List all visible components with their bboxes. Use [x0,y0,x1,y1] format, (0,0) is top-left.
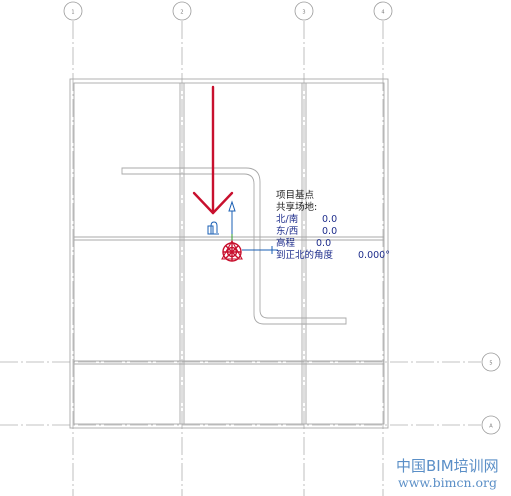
grid-bubble-1[interactable] [63,1,83,21]
base-point-leader [242,246,278,254]
grid-bubble-label-5: 5 [489,361,492,367]
grid-bubble-label-1: 1 [71,10,74,16]
north-south-label: 北/南 [276,214,299,225]
grid-bubble-3[interactable] [294,1,314,21]
project-base-point-icon[interactable] [221,239,243,262]
east-west-label: 东/西 [276,226,299,237]
base-point-subtitle: 共享场地: [276,202,318,213]
building-walls[interactable] [69,78,389,429]
grid-bubble-5[interactable] [481,352,501,372]
grid-bubble-label-4: 4 [381,10,384,16]
grid-bubble-a[interactable] [481,415,501,435]
elevation-value[interactable]: 0.0 [316,238,332,249]
base-point-title: 项目基点 [276,190,315,201]
grid-bubble-label-2: 2 [180,10,183,16]
angle-to-north-value[interactable]: 0.000° [358,250,390,261]
north-south-value[interactable]: 0.0 [322,214,338,225]
elevation-label: 高程 [276,238,296,249]
pipe-route[interactable] [121,167,347,325]
watermark-url: www.bimcn.org [398,475,497,490]
grid-bubble-4[interactable] [373,1,393,21]
grid-bubble-2[interactable] [172,1,192,21]
annotation-arrow [192,85,234,215]
watermark-title: 中国BIM培训网 [396,457,499,475]
move-up-arrow-icon[interactable] [228,200,236,237]
clip-icon[interactable] [207,221,219,235]
east-west-value[interactable]: 0.0 [322,226,338,237]
grid-bubble-label-3: 3 [302,10,305,16]
angle-to-north-label: 到正北的角度 [276,250,334,261]
grid-bubble-label-a: A [489,424,493,430]
